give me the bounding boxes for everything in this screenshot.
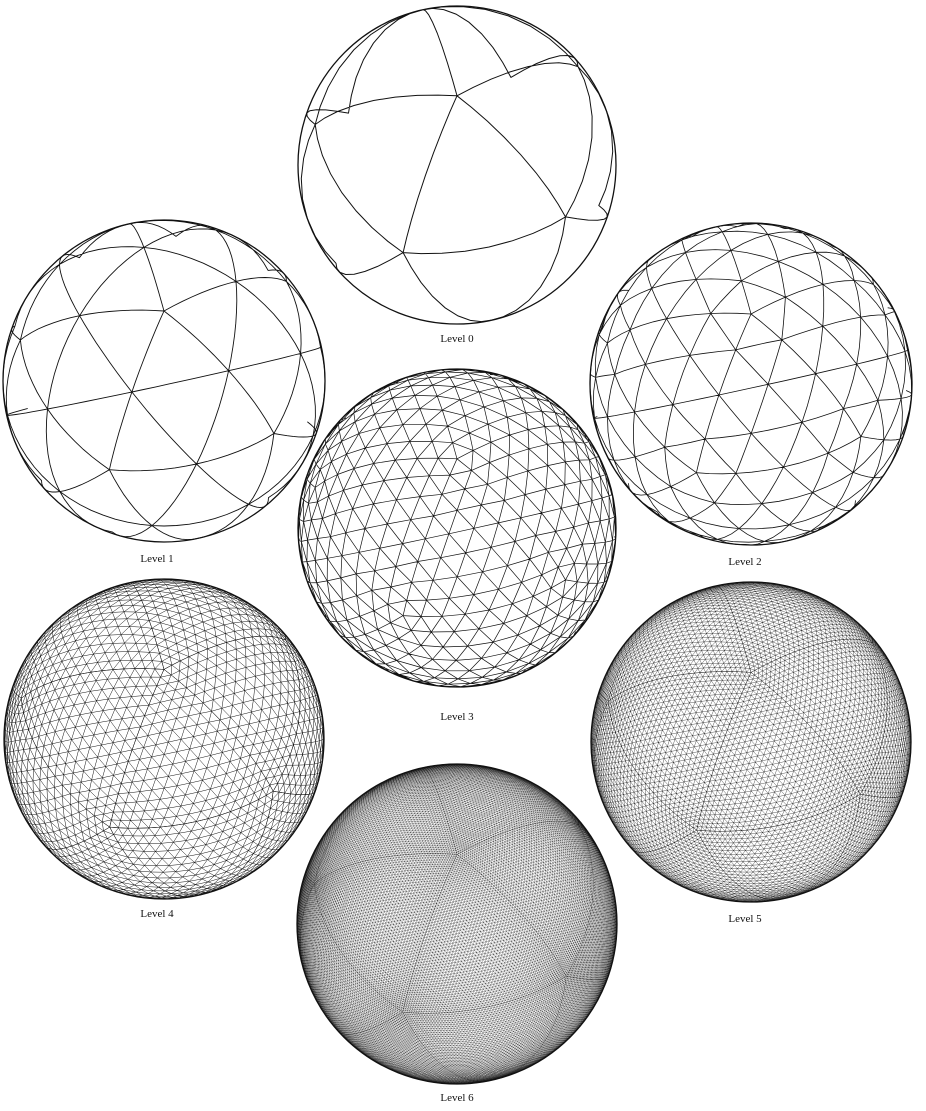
sphere-level-0: Level 0 [298,6,616,345]
level-3-label: Level 3 [440,711,474,723]
geodesic-mesh-level-2 [590,223,912,545]
sphere-level-1: Level 1 [3,220,325,565]
sphere-level-2: Level 2 [590,223,912,568]
level-4-label: Level 4 [140,908,174,920]
geodesic-mesh-level-4 [4,579,324,899]
sphere-outline [298,6,616,324]
sphere-level-6: Level 6 [297,764,617,1104]
sphere-level-3: Level 3 [298,369,616,723]
level-0-label: Level 0 [440,333,474,345]
geodesic-mesh-level-1 [3,220,325,539]
geodesic-mesh-level-0 [301,7,612,322]
sphere-outline [590,223,912,545]
level-5-label: Level 5 [728,913,762,925]
sphere-outline [3,220,325,542]
sphere-level-4: Level 4 [4,579,324,920]
sphere-level-5: Level 5 [591,582,911,925]
level-6-label: Level 6 [440,1092,474,1104]
level-1-label: Level 1 [140,553,173,565]
geodesic-mesh-level-6 [297,764,617,1084]
geodesic-mesh-level-3 [298,369,615,686]
geodesic-mesh-level-5 [591,582,911,902]
level-2-label: Level 2 [728,556,761,568]
